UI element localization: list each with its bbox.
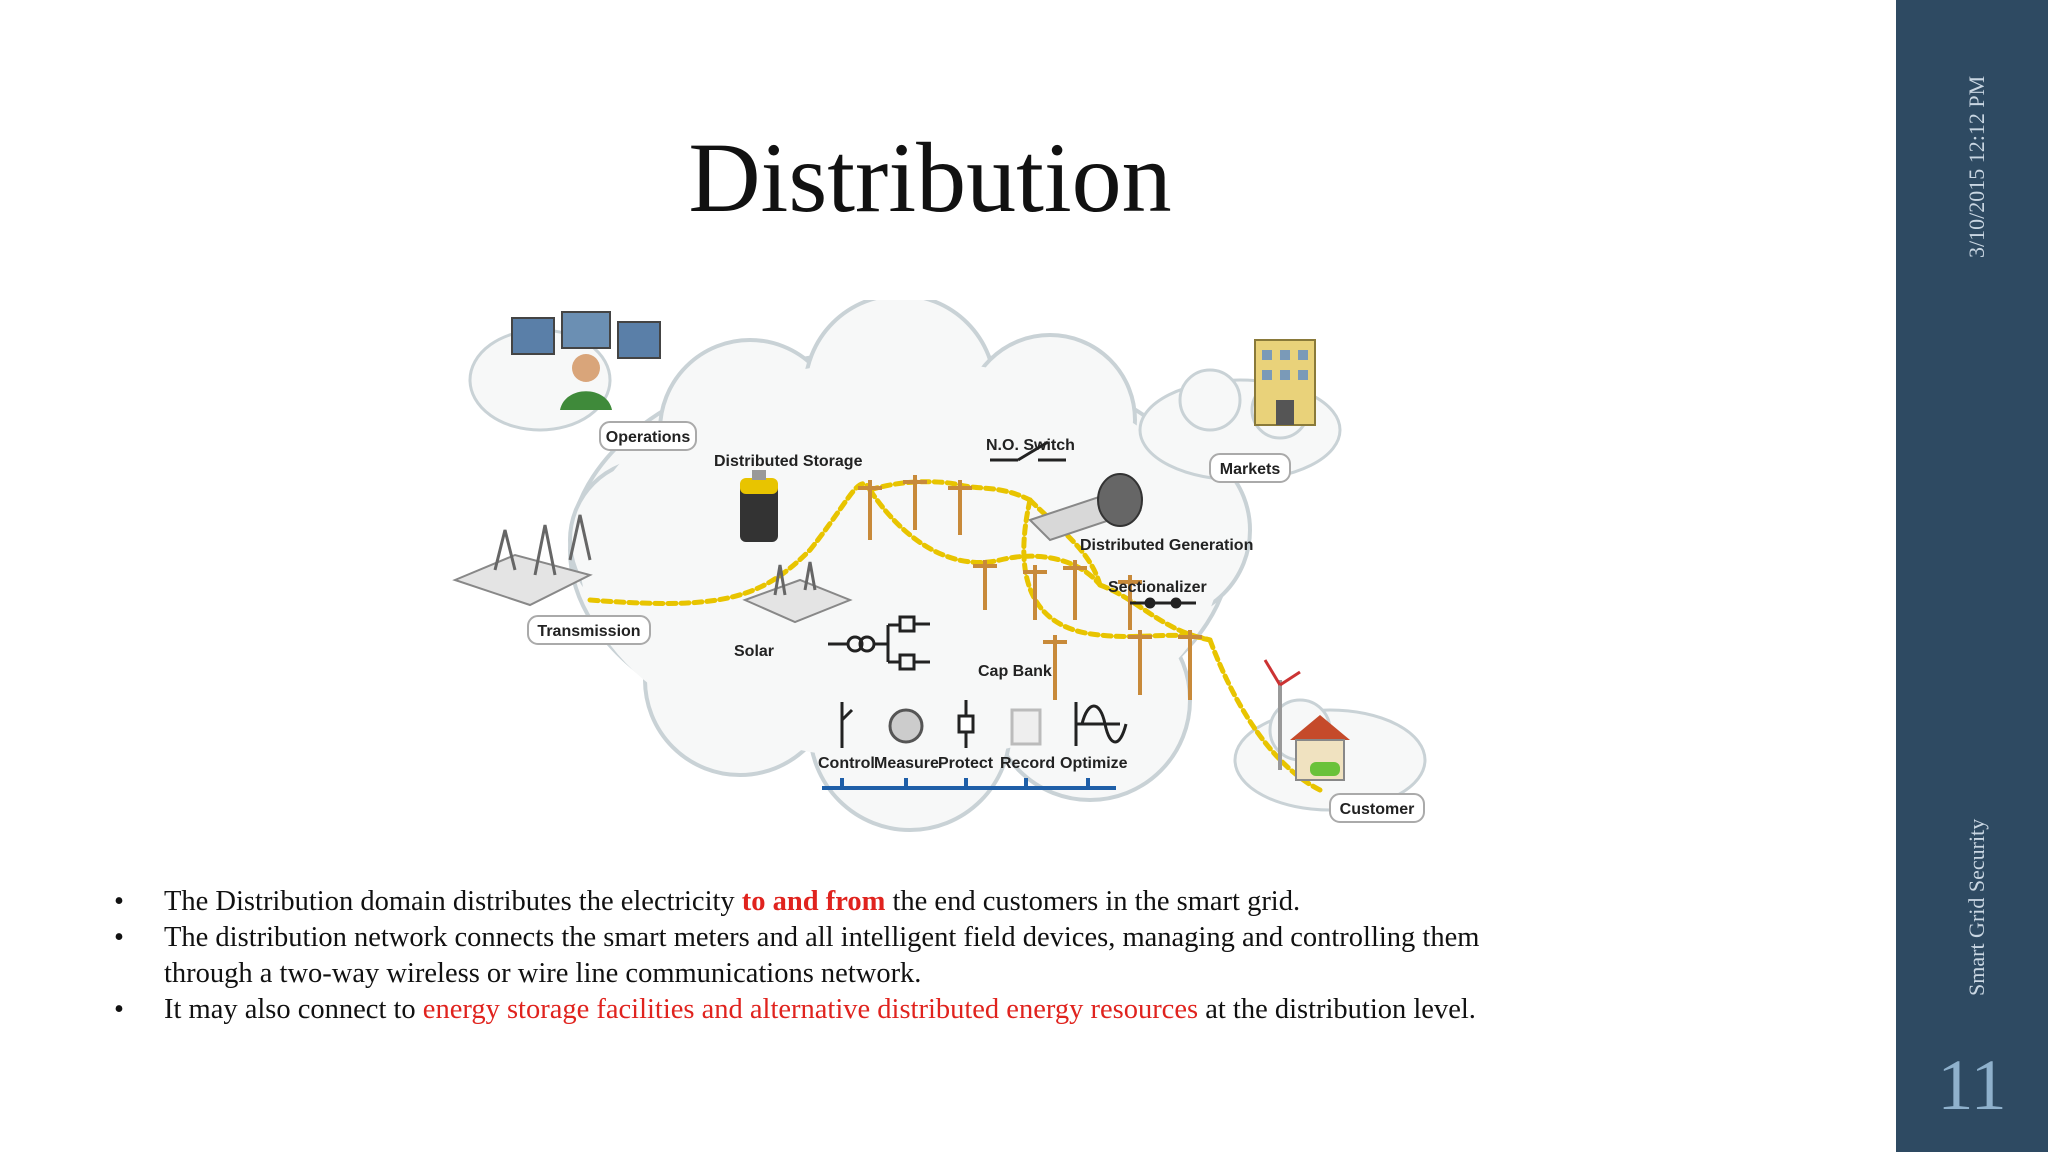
no-switch-symbol <box>990 440 1066 462</box>
label-operations: Operations <box>606 429 691 446</box>
customer-house-icon <box>1263 659 1350 781</box>
sectionalizer-symbol <box>1130 597 1196 609</box>
label-record: Record <box>1000 755 1055 772</box>
slide: Distribution <box>110 122 1870 1028</box>
label-no-switch: N.O. Switch <box>986 437 1075 454</box>
label-distributed-storage: Distributed Storage <box>714 453 863 470</box>
slide-footer: Smart Grid Security <box>1964 818 1989 996</box>
operations-label-box: Operations <box>599 421 697 451</box>
bullet-item-2: •The distribution network connects the s… <box>114 922 1480 989</box>
operations-workstation-icon <box>511 311 661 410</box>
label-sectionalizer: Sectionalizer <box>1108 579 1207 596</box>
main-cloud-fill <box>580 360 1220 760</box>
markets-label-box: Markets <box>1209 453 1291 483</box>
label-control: Control <box>818 755 875 772</box>
bullet-item-3: •It may also connect to energy storage f… <box>114 994 1476 1025</box>
label-transmission: Transmission <box>537 623 640 640</box>
distribution-diagram: Operations Markets Transmission Di <box>452 300 1427 832</box>
customer-label-box: Customer <box>1329 793 1425 823</box>
battery-icon <box>740 470 778 542</box>
solar-substation-icon <box>742 561 853 624</box>
markets-building-icon <box>1254 339 1316 426</box>
slide-sidebar <box>1896 0 2048 1152</box>
transformer-symbol <box>828 615 930 671</box>
highlight-energy-storage: energy storage facilities and alternativ… <box>422 994 1199 1025</box>
bullet-list: •The Distribution domain distributes the… <box>110 884 1870 1028</box>
label-optimize: Optimize <box>1060 755 1128 772</box>
function-icons <box>840 700 1128 748</box>
label-distributed-generation: Distributed Generation <box>1080 537 1253 554</box>
transmission-label-box: Transmission <box>527 615 651 645</box>
function-bus-bar <box>822 778 1116 790</box>
slide-date: 3/10/2015 12:12 PM <box>1964 75 1989 258</box>
label-protect: Protect <box>938 755 994 772</box>
highlight-to-and-from: to and from <box>741 886 886 917</box>
label-solar: Solar <box>734 643 774 660</box>
bullet-item-1: •The Distribution domain distributes the… <box>114 886 1301 917</box>
generator-icon <box>1028 473 1143 542</box>
label-measure: Measure <box>874 755 939 772</box>
slide-title: Distribution <box>688 122 1172 233</box>
label-markets: Markets <box>1220 461 1281 478</box>
label-cap-bank: Cap Bank <box>978 663 1052 680</box>
page-number: 11 <box>1937 1045 2007 1125</box>
label-customer: Customer <box>1340 801 1415 818</box>
transmission-substation-icon <box>452 514 593 607</box>
